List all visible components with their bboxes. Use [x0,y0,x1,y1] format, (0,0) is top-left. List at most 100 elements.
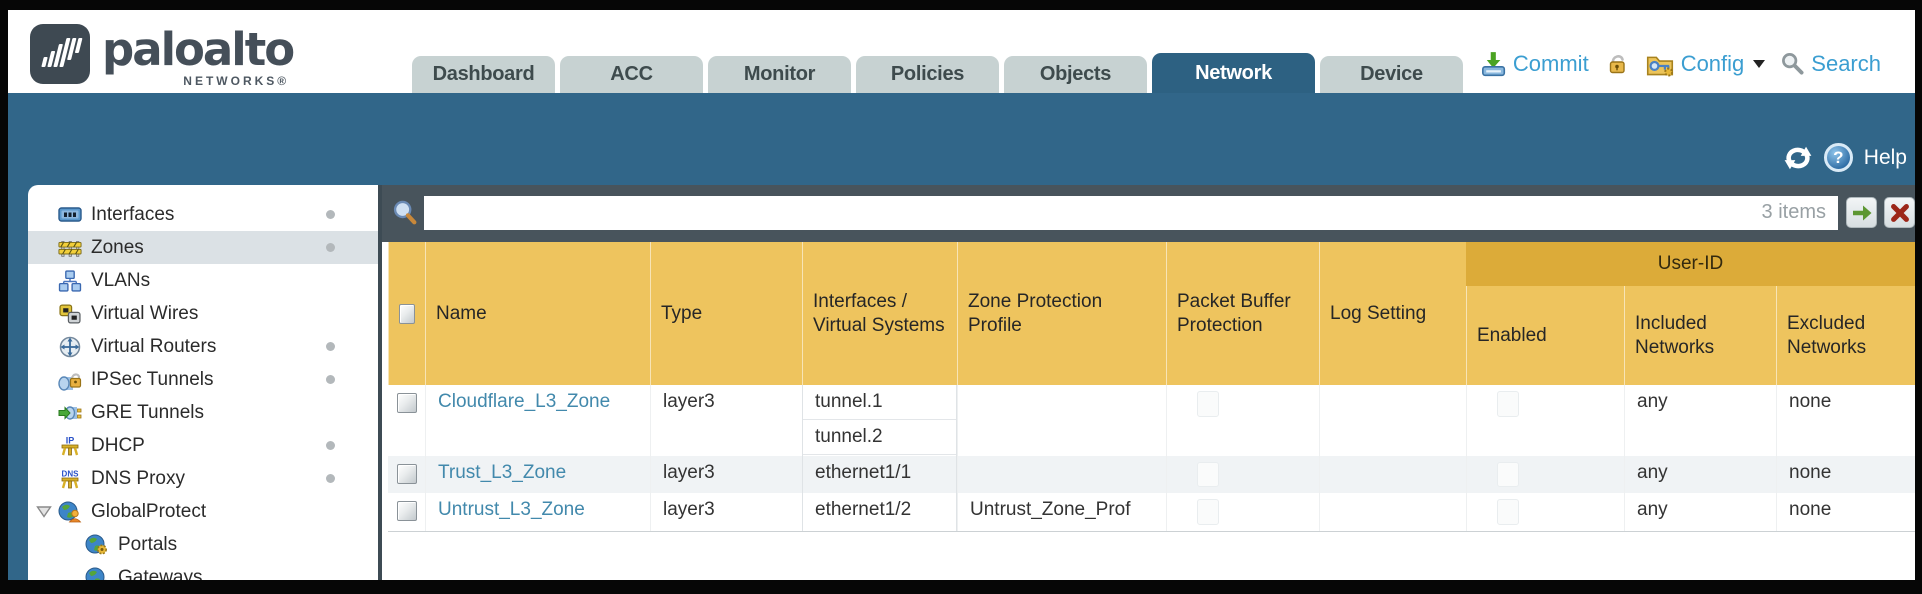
tab-dashboard-label: Dashboard [432,63,535,85]
included-networks-cell: any [1624,456,1776,493]
zone-type-cell: layer3 [650,385,802,456]
config-icon [1646,56,1673,77]
filter-input[interactable] [424,196,1838,230]
portals-icon [85,534,107,554]
zone-name-link[interactable]: Trust_L3_Zone [438,462,567,483]
sidebar-item-label: Portals [118,533,178,555]
tab-dashboard[interactable]: Dashboard [412,56,555,93]
tab-device-label: Device [1360,63,1423,85]
column-header-name[interactable]: Name [425,242,650,385]
search-icon [1782,53,1804,75]
tab-acc[interactable]: ACC [560,56,703,93]
help-label[interactable]: Help [1863,145,1907,169]
tab-acc-label: ACC [610,63,653,85]
row-checkbox[interactable] [396,501,417,521]
sidebar-item-globalprotect[interactable]: GlobalProtect [28,495,378,528]
ipsec-tunnels-icon [58,372,82,391]
sidebar-item-virtual-routers[interactable]: Virtual Routers [28,330,378,363]
sidebar-item-vlans[interactable]: VLANs [28,264,378,297]
row-select-cell [388,456,425,493]
log-setting-cell [1319,493,1466,531]
sidebar-item-gateways[interactable]: Gateways [28,561,378,580]
clear-filter-button[interactable] [1884,197,1915,228]
column-header-enabled[interactable]: Enabled [1466,286,1624,385]
interface-entry: tunnel.1 [803,385,956,420]
sidebar-item-ipsec-tunnels[interactable]: IPSec Tunnels [28,363,378,396]
filter-search-icon[interactable] [391,199,419,227]
sidebar-item-label: DHCP [91,434,145,456]
zone-protection-profile-cell: Untrust_Zone_Prof [957,493,1166,531]
sidebar-item-label: GlobalProtect [91,500,207,522]
sidebar-bullet [326,474,335,483]
main-nav-tabs: Dashboard ACC Monitor Policies Objects N… [412,53,1463,93]
tab-objects[interactable]: Objects [1004,56,1147,93]
zone-interfaces-cell: ethernet1/2 [802,493,957,531]
column-header-packet-buffer-protection[interactable]: Packet Buffer Protection [1166,242,1319,385]
global-search-button[interactable]: Search [1780,51,1881,77]
zones-table: User-ID Name Type Interfaces / Virtual S… [388,242,1915,532]
tab-device[interactable]: Device [1320,56,1463,93]
zone-interfaces-cell: ethernet1/1 [802,456,957,493]
lock-icon [1609,54,1625,73]
expand-triangle-icon[interactable] [36,505,52,518]
filter-input-wrap: 3 items [424,196,1838,230]
select-all-checkbox[interactable] [399,303,415,324]
table-row[interactable]: Trust_L3_Zone layer3 ethernet1/1 any non… [388,456,1915,493]
apply-filter-button[interactable] [1846,197,1877,228]
row-checkbox[interactable] [396,464,417,484]
user-id-group-label: User-ID [1657,253,1724,274]
sidebar-item-gre-tunnels[interactable]: GRE Tunnels [28,396,378,429]
zones-table-header: User-ID Name Type Interfaces / Virtual S… [388,242,1915,385]
packet-buffer-checkbox [1197,499,1219,525]
tab-network[interactable]: Network [1152,53,1315,93]
zone-name-link[interactable]: Untrust_L3_Zone [438,499,585,520]
sidebar-item-dhcp[interactable]: IP DHCP [28,429,378,462]
dns-proxy-icon: DNS [62,469,79,488]
sidebar-item-interfaces[interactable]: Interfaces [28,198,378,231]
zone-name-cell: Untrust_L3_Zone [425,493,650,531]
zone-type-cell: layer3 [650,493,802,531]
column-header-log-setting[interactable]: Log Setting [1319,242,1466,385]
sidebar-item-virtual-wires[interactable]: Virtual Wires [28,297,378,330]
commit-icon [1481,51,1506,76]
tab-monitor[interactable]: Monitor [708,56,851,93]
commit-button[interactable]: Commit [1479,51,1589,77]
column-header-interfaces[interactable]: Interfaces / Virtual Systems [802,242,957,385]
table-row[interactable]: Untrust_L3_Zone layer3 ethernet1/2 Untru… [388,493,1915,531]
config-label: Config [1680,50,1745,76]
zone-name-link[interactable]: Cloudflare_L3_Zone [438,391,611,412]
config-menu-button[interactable]: Config [1645,50,1766,77]
column-header-type[interactable]: Type [650,242,802,385]
sidebar-bullet [326,210,335,219]
column-header-excluded-networks[interactable]: Excluded Networks [1776,286,1915,385]
svg-text:IP: IP [66,435,75,445]
tab-policies[interactable]: Policies [856,56,999,93]
tab-network-label: Network [1195,61,1272,84]
packet-buffer-protection-cell [1166,493,1319,531]
user-id-enabled-checkbox [1497,391,1519,417]
close-x-icon [1890,203,1909,222]
vlans-icon [58,269,82,292]
sidebar-item-portals[interactable]: Portals [28,528,378,561]
lock-button[interactable] [1604,51,1630,77]
table-row[interactable]: Cloudflare_L3_Zone layer3 tunnel.1 tunne… [388,385,1915,456]
user-id-enabled-cell [1466,493,1624,531]
zones-icon [58,240,82,257]
packet-buffer-checkbox [1197,391,1219,417]
sidebar-item-label: Gateways [118,566,203,581]
sidebar-item-zones[interactable]: Zones [28,231,378,264]
sidebar-bullet [326,342,335,351]
column-header-zone-protection-profile[interactable]: Zone Protection Profile [957,242,1166,385]
sidebar-bullet [326,243,335,252]
help-icon[interactable]: ? [1823,143,1853,172]
gateways-icon [85,567,108,580]
excluded-networks-cell: none [1776,493,1915,531]
virtual-wires-icon [59,303,81,324]
refresh-icon[interactable] [1783,145,1813,171]
column-header-included-networks[interactable]: Included Networks [1624,286,1776,385]
sidebar-item-label: VLANs [91,269,151,291]
sidebar-item-dns-proxy[interactable]: DNS DNS Proxy [28,462,378,495]
row-checkbox[interactable] [396,393,417,413]
sidebar-item-label: Interfaces [91,203,175,225]
user-id-enabled-cell [1466,456,1624,493]
